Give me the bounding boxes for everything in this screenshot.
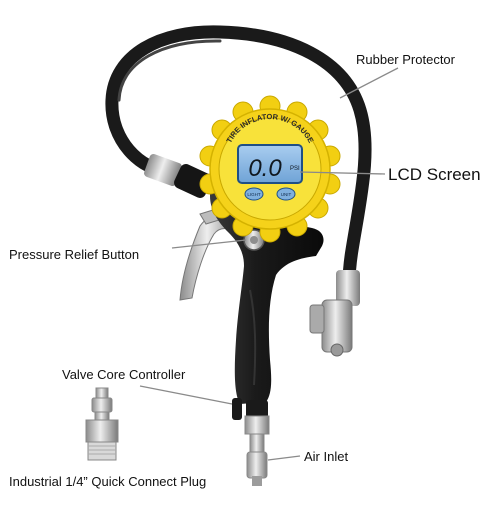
label-pressure-relief-button: Pressure Relief Button: [9, 247, 140, 262]
air-chuck-clip: [309, 304, 325, 334]
leader-valve-core: [139, 385, 233, 405]
quick-connect-plug: [85, 387, 119, 461]
lcd-display: [237, 144, 303, 184]
label-air-inlet: Air Inlet: [304, 449, 349, 464]
light-button-label: LIGHT: [247, 192, 261, 197]
unit-button-label: UNIT: [281, 192, 292, 197]
leader-lcd-screen: [299, 171, 386, 175]
air-hose-highlight: [117, 39, 222, 102]
air-inlet-hex: [244, 415, 270, 435]
leader-lines: [139, 67, 399, 461]
label-valve-core-controller: Valve Core Controller: [62, 367, 186, 382]
digital-gauge: TIRE INFLATOR W/ GAUGE 0.0 PSI LIGHT UNI…: [199, 95, 341, 243]
lcd-unit: PSI: [290, 166, 300, 172]
air-inlet-stem: [249, 433, 265, 453]
label-lcd-screen: LCD Screen: [388, 165, 481, 184]
label-rubber-protector: Rubber Protector: [356, 52, 455, 67]
hose-ferrule-right: [336, 270, 360, 306]
leader-rubber-protector: [339, 67, 399, 99]
pressure-relief-button-center: [250, 236, 258, 244]
leader-air-inlet: [267, 455, 301, 461]
lcd-reading: 0.0: [248, 155, 282, 182]
air-inlet-tip: [246, 451, 268, 479]
valve-core-controller: [232, 398, 242, 420]
grip-texture: [249, 289, 257, 386]
air-inlet-collar: [246, 400, 268, 418]
light-button: [244, 187, 264, 201]
air-chuck-pin: [330, 343, 344, 357]
air-hose: [105, 25, 372, 307]
air-inlet-end: [252, 476, 262, 486]
leader-pressure-relief: [171, 239, 247, 249]
hose-ferrule-left: [144, 154, 182, 186]
unit-button: [276, 187, 296, 201]
label-quick-connect-plug: Industrial 1/4” Quick Connect Plug: [9, 474, 207, 489]
